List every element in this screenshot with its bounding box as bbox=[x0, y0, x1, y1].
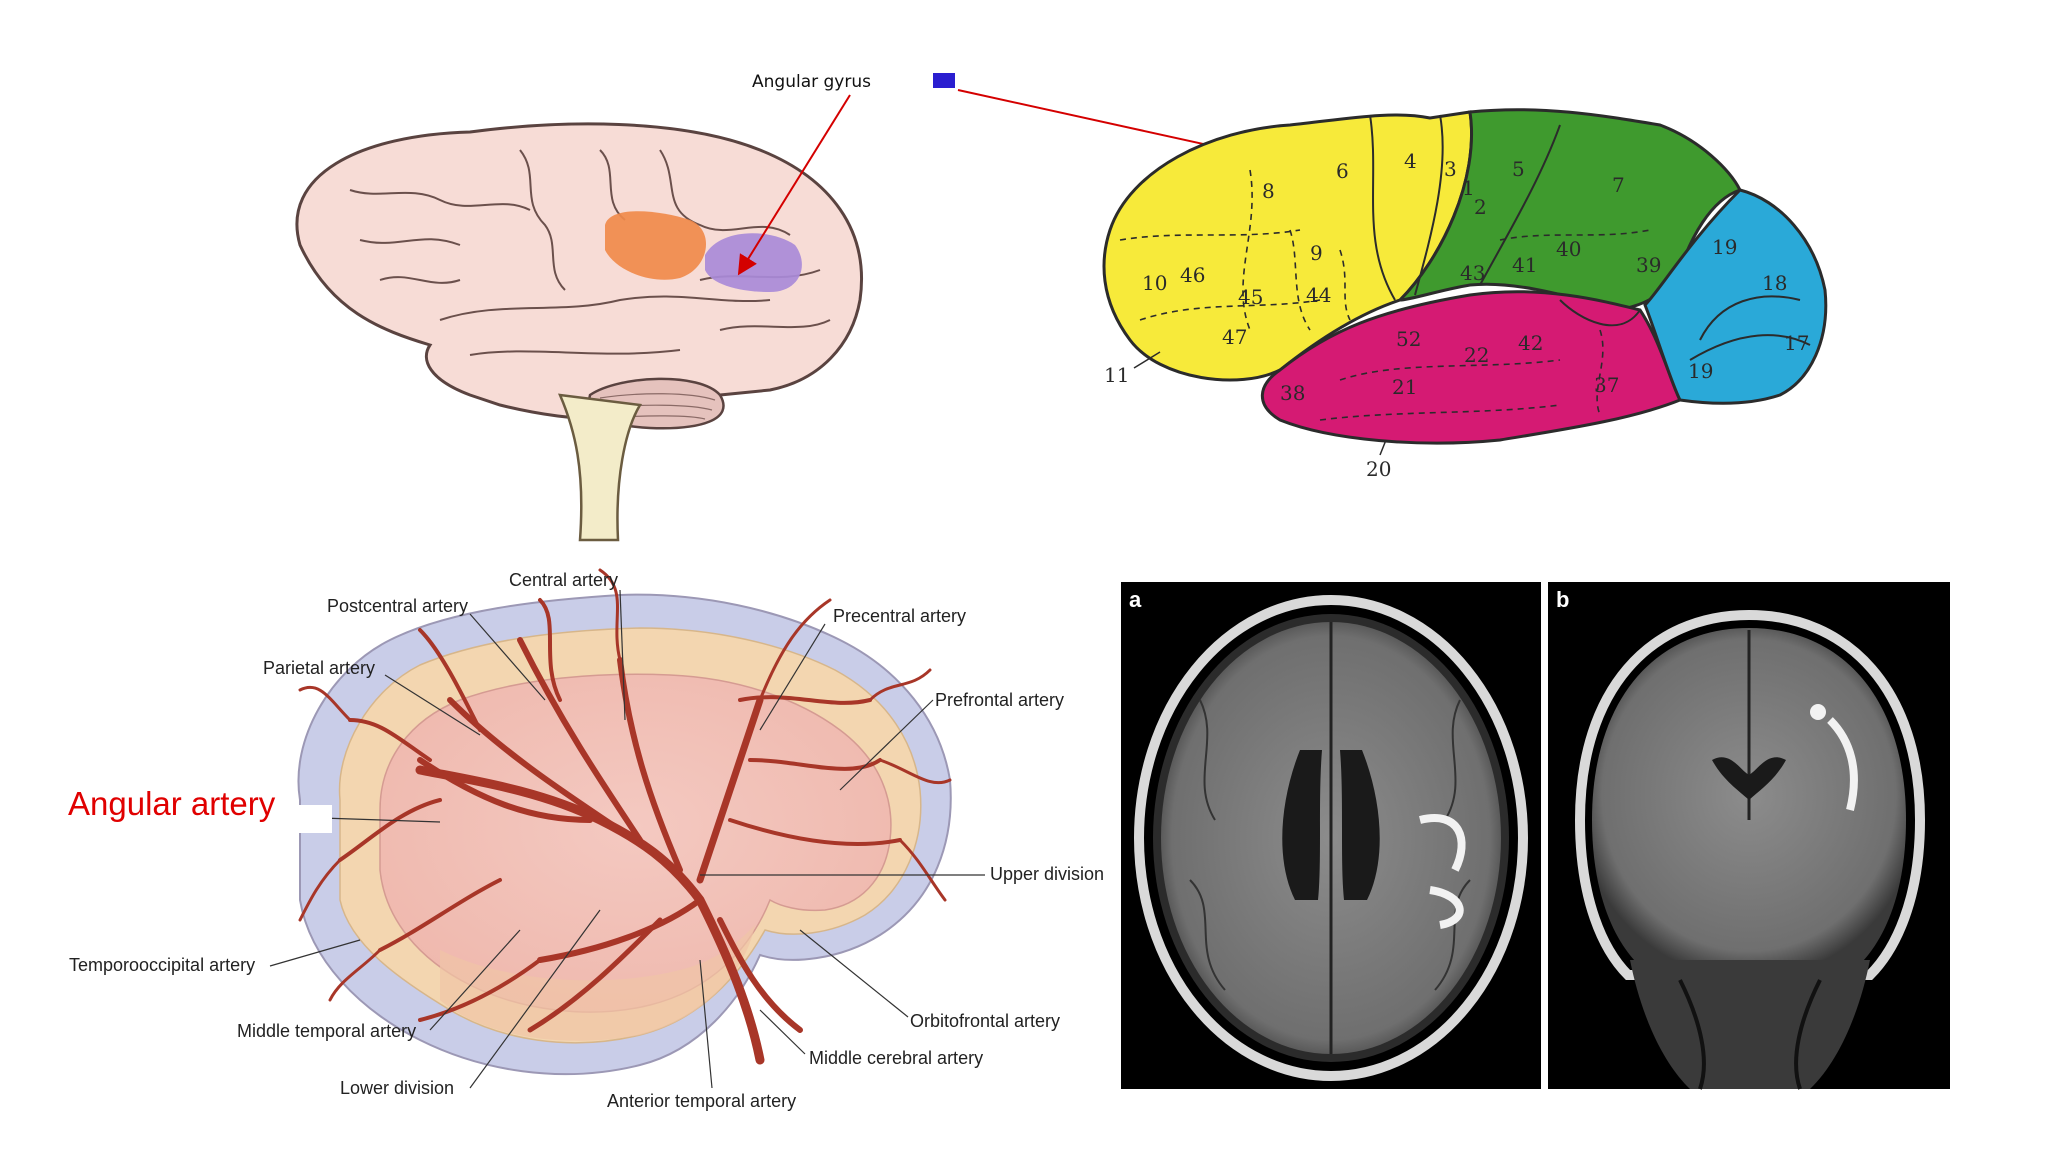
brodmann-area: 18 bbox=[1762, 271, 1787, 295]
brodmann-area: 19 bbox=[1688, 359, 1713, 383]
label-middle-cerebral-artery: Middle cerebral artery bbox=[809, 1048, 983, 1068]
brodmann-area: 42 bbox=[1518, 331, 1543, 355]
brodmann-area: 1 bbox=[1462, 176, 1475, 200]
brodmann-area: 20 bbox=[1366, 457, 1391, 481]
legend-swatch bbox=[933, 73, 955, 88]
label-central-artery: Central artery bbox=[509, 570, 618, 590]
arrow-to-brain bbox=[737, 94, 851, 276]
brodmann-area: 47 bbox=[1222, 325, 1247, 349]
brodmann-area: 19 bbox=[1712, 235, 1737, 259]
lateral-brain-illustration bbox=[295, 122, 863, 542]
legend-label: Angular gyrus bbox=[752, 72, 871, 92]
brodmann-area: 9 bbox=[1310, 241, 1323, 265]
lesion-b1 bbox=[1827, 717, 1858, 811]
artery-tree bbox=[298, 568, 952, 1065]
mri-panel-a: a bbox=[1121, 582, 1541, 1089]
brodmann-area: 46 bbox=[1180, 263, 1205, 287]
angular-gyrus-legend: Angular gyrus bbox=[752, 72, 955, 92]
brodmann-area: 5 bbox=[1512, 157, 1525, 181]
label-middle-temporal-artery: Middle temporal artery bbox=[237, 1021, 416, 1041]
brainstem bbox=[557, 393, 643, 542]
cerebrum bbox=[295, 122, 863, 421]
brodmann-map: 4 3 1 2 5 6 7 8 9 10 46 45 44 40 41 43 3… bbox=[1102, 108, 1828, 481]
brodmann-area: 38 bbox=[1280, 381, 1305, 405]
brodmann-area: 22 bbox=[1464, 343, 1489, 367]
occipital-lobe bbox=[1643, 188, 1828, 405]
brodmann-area: 2 bbox=[1474, 195, 1487, 219]
brodmann-area: 52 bbox=[1396, 327, 1421, 351]
label-mask bbox=[290, 805, 332, 833]
panel-b-label: b bbox=[1556, 587, 1569, 612]
lesion-b2 bbox=[1810, 704, 1826, 720]
label-lower-division: Lower division bbox=[340, 1078, 454, 1098]
brodmann-area: 11 bbox=[1104, 363, 1129, 387]
brodmann-area: 39 bbox=[1636, 253, 1661, 277]
brodmann-area: 7 bbox=[1612, 173, 1625, 197]
brodmann-area: 4 bbox=[1404, 149, 1417, 173]
brodmann-area: 45 bbox=[1238, 285, 1263, 309]
label-upper-division: Upper division bbox=[990, 864, 1104, 884]
brodmann-area: 10 bbox=[1142, 271, 1167, 295]
lesion-a2 bbox=[1429, 886, 1464, 929]
brodmann-area: 8 bbox=[1262, 179, 1275, 203]
angular-artery-label: Angular artery bbox=[68, 785, 276, 822]
brodmann-area: 6 bbox=[1336, 159, 1349, 183]
supramarginal-region bbox=[605, 211, 707, 280]
brodmann-area: 43 bbox=[1460, 261, 1485, 285]
brodmann-area: 17 bbox=[1784, 331, 1809, 355]
brodmann-area: 3 bbox=[1444, 157, 1457, 181]
label-orbitofrontal-artery: Orbitofrontal artery bbox=[910, 1011, 1060, 1031]
label-anterior-temporal-artery: Anterior temporal artery bbox=[607, 1091, 796, 1111]
brodmann-area: 41 bbox=[1512, 253, 1537, 277]
lesion-a1 bbox=[1419, 814, 1466, 872]
mca-illustration: Central artery Postcentral artery Precen… bbox=[69, 568, 1104, 1111]
brodmann-area: 44 bbox=[1306, 283, 1331, 307]
mri-panel-b: b bbox=[1548, 582, 1950, 1090]
label-parietal-artery: Parietal artery bbox=[263, 658, 375, 678]
label-postcentral-artery: Postcentral artery bbox=[327, 596, 468, 616]
label-prefrontal-artery: Prefrontal artery bbox=[935, 690, 1064, 710]
brodmann-area: 40 bbox=[1556, 237, 1581, 261]
brodmann-area: 37 bbox=[1594, 373, 1619, 397]
label-temporooccipital-artery: Temporooccipital artery bbox=[69, 955, 255, 975]
brodmann-area: 21 bbox=[1392, 375, 1417, 399]
label-precentral-artery: Precentral artery bbox=[833, 606, 966, 626]
panel-a-label: a bbox=[1129, 587, 1142, 612]
